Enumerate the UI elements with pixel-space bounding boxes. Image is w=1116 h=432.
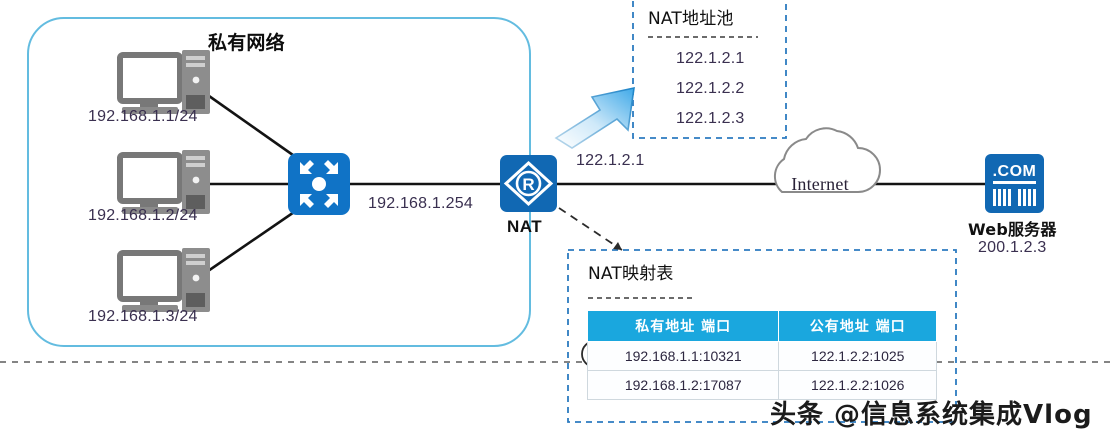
table-row: 192.168.1.1:10321 122.1.2.2:1025: [586, 341, 937, 371]
web-server-label: Web服务器: [968, 220, 1057, 239]
nat-pool-address-1: 122.1.2.1: [676, 50, 745, 67]
pool-pointer-arrow: [554, 86, 635, 149]
watermark-text: 头条 @信息系统集成Vlog: [770, 400, 1093, 430]
leader-arrowhead: [613, 242, 622, 250]
internet-label: Internet: [791, 174, 849, 194]
cell-private-1: 192.168.1.1:10321: [586, 341, 780, 371]
switch-icon[interactable]: [288, 153, 350, 215]
nat-router-label: NAT: [507, 217, 543, 236]
cell-public-2: 122.1.2.2:1026: [778, 370, 937, 400]
svg-text:R: R: [522, 175, 534, 194]
leader-router-to-mapping: [558, 207, 623, 251]
svg-text:.COM: .COM: [993, 163, 1037, 180]
nat-mapping-title: NAT映射表: [588, 264, 674, 284]
table-header-row: 私有地址 端口 公有地址 端口: [586, 310, 937, 342]
cell-private-2: 192.168.1.2:17087: [586, 370, 780, 400]
nat-mapping-table: 私有地址 端口 公有地址 端口 192.168.1.1:10321 122.1.…: [586, 310, 937, 400]
computer-icon: [117, 150, 210, 214]
nat-pool-address-2: 122.1.2.2: [676, 80, 745, 97]
nat-pool-address-3: 122.1.2.3: [676, 110, 745, 127]
cell-public-1: 122.1.2.2:1025: [778, 341, 937, 371]
table-row: 192.168.1.2:17087 122.1.2.2:1026: [586, 370, 937, 400]
router-icon[interactable]: R: [500, 155, 557, 212]
nat-pool-title: NAT地址池: [648, 9, 734, 29]
nat-mapping-box: [567, 249, 957, 423]
computer-icon: [117, 248, 210, 312]
nat-public-ip-label: 122.1.2.1: [576, 152, 645, 169]
gateway-ip-label: 192.168.1.254: [368, 195, 473, 212]
page-title: 私有网络: [208, 33, 285, 54]
server-icon[interactable]: .COM: [985, 154, 1044, 213]
host-ip-label-2: 192.168.1.2/24: [88, 207, 198, 224]
computer-icon: [117, 50, 210, 114]
column-header-public: 公有地址 端口: [778, 310, 937, 342]
host-ip-label-3: 192.168.1.3/24: [88, 308, 198, 325]
nat-pool-box: [632, 0, 787, 139]
column-header-private: 私有地址 端口: [586, 310, 780, 342]
host-ip-label-1: 192.168.1.1/24: [88, 108, 198, 125]
web-server-ip: 200.1.2.3: [978, 239, 1047, 256]
cloud-icon: [773, 127, 881, 193]
private-network-boundary: [27, 17, 531, 347]
